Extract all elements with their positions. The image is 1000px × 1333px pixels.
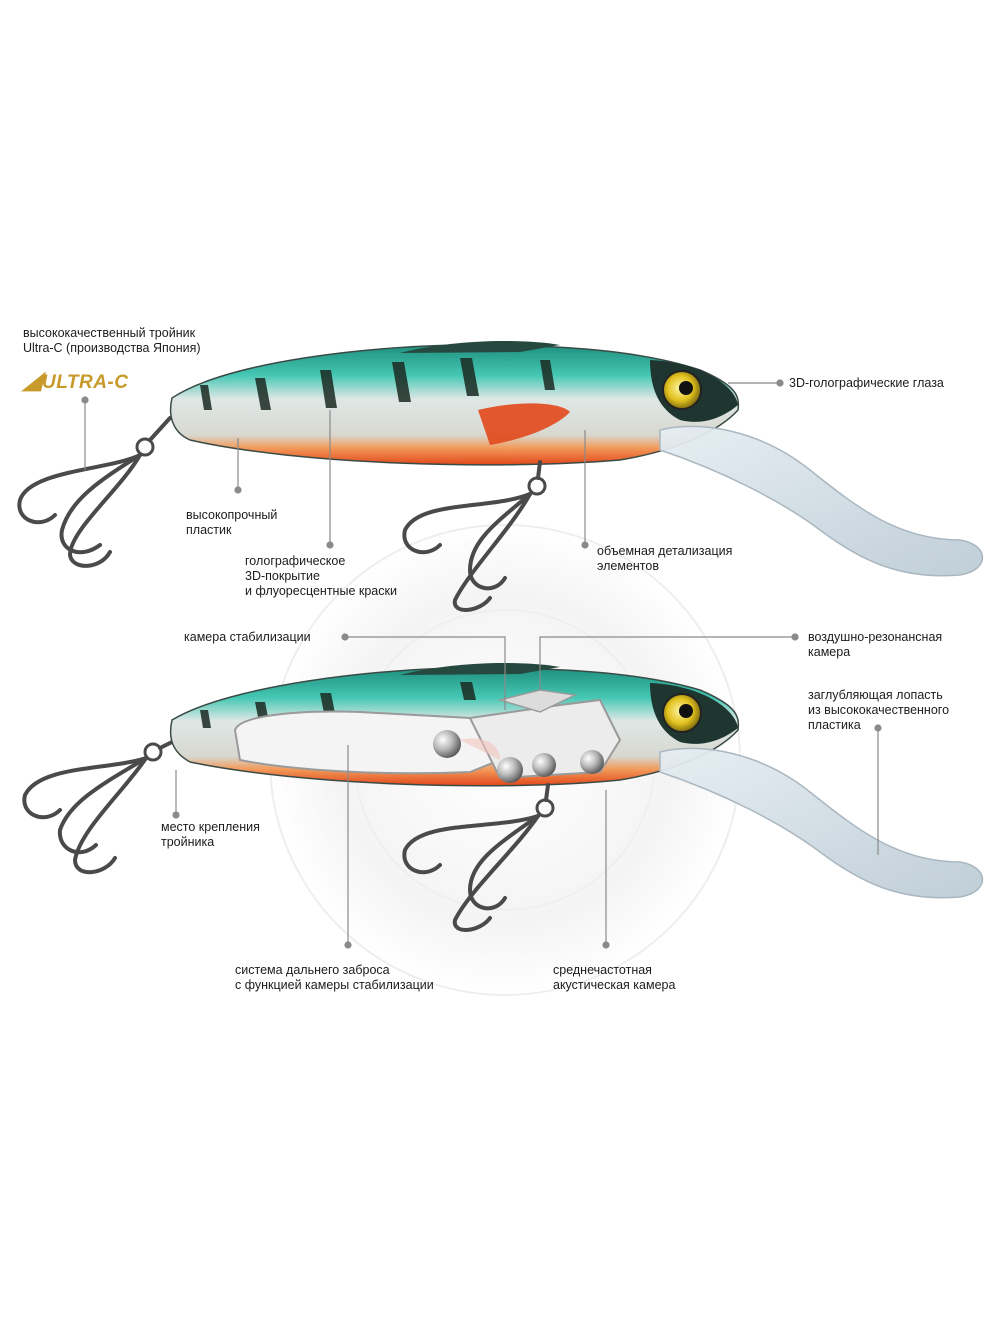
label-line: высокопрочный xyxy=(186,508,278,522)
rear-hook-top xyxy=(17,416,172,568)
label-casting: система дальнего заброса с функцией каме… xyxy=(235,963,434,993)
rear-hook-bottom xyxy=(22,740,174,875)
label-plastic: высокопрочный пластик xyxy=(186,508,277,538)
label-air-chamber: воздушно-резонансная камера xyxy=(808,630,942,660)
label-line: и флуоресцентные краски xyxy=(245,584,397,598)
label-hook-quality: высококачественный тройник Ultra-C (прои… xyxy=(23,326,201,356)
weight-ball-4 xyxy=(580,750,604,774)
dorsal-fin-top xyxy=(400,341,560,353)
diving-lip-bottom xyxy=(659,747,984,899)
label-line: из высококачественного xyxy=(808,703,950,717)
top-lure xyxy=(17,341,984,612)
label-line: система дальнего заброса xyxy=(235,963,390,977)
label-line: пластика xyxy=(808,718,861,732)
label-line: место крепления xyxy=(161,820,260,834)
weight-ball-3 xyxy=(532,753,556,777)
label-line: элементов xyxy=(597,559,659,573)
diving-lip-top xyxy=(659,425,984,577)
label-line: 3D-покрытие xyxy=(245,569,320,583)
label-line: камера xyxy=(808,645,851,659)
label-eyes: 3D-голографические глаза xyxy=(789,376,944,391)
weight-ball-2 xyxy=(497,757,523,783)
label-acoustic: среднечастотная акустическая камера xyxy=(553,963,675,993)
label-lip: заглубляющая лопасть из высококачественн… xyxy=(808,688,949,733)
label-line: голографическое xyxy=(245,554,346,568)
label-line: заглубляющая лопасть xyxy=(808,688,943,702)
label-line: объемная детализация xyxy=(597,544,733,558)
label-stab-chamber: камера стабилизации xyxy=(184,630,311,645)
pectoral-fin-top xyxy=(478,403,570,445)
pupil-bottom xyxy=(679,704,693,718)
ultra-c-logo: ◢ULTRA-C xyxy=(23,367,129,394)
pupil-top xyxy=(679,381,693,395)
dorsal-fin-bottom xyxy=(400,663,560,675)
label-line: камера стабилизации xyxy=(184,630,311,644)
air-chamber xyxy=(497,689,578,713)
label-line: высококачественный тройник xyxy=(23,326,196,340)
label-line: 3D-голографические глаза xyxy=(789,376,944,390)
label-line: Ultra-C (производства Япония) xyxy=(23,341,201,355)
belly-hook-bottom xyxy=(402,783,555,932)
label-coating: голографическое 3D-покрытие и флуоресцен… xyxy=(245,554,397,599)
label-detail: объемная детализация элементов xyxy=(597,544,732,574)
bottom-lure xyxy=(22,663,984,932)
weight-ball-1 xyxy=(433,730,461,758)
label-line: тройника xyxy=(161,835,215,849)
leader-lines xyxy=(81,379,882,949)
label-line: акустическая камера xyxy=(553,978,676,992)
fin-ghost xyxy=(460,738,500,760)
label-hook-mount: место крепления тройника xyxy=(161,820,260,850)
stripes-top xyxy=(200,358,555,410)
label-line: воздушно-резонансная xyxy=(808,630,943,644)
lure-body-top xyxy=(169,344,740,466)
label-line: среднечастотная xyxy=(553,963,652,977)
label-line: пластик xyxy=(186,523,232,537)
belly-hook-top xyxy=(402,460,547,612)
casting-chamber xyxy=(233,710,502,775)
label-line: с функцией камеры стабилизации xyxy=(235,978,434,992)
